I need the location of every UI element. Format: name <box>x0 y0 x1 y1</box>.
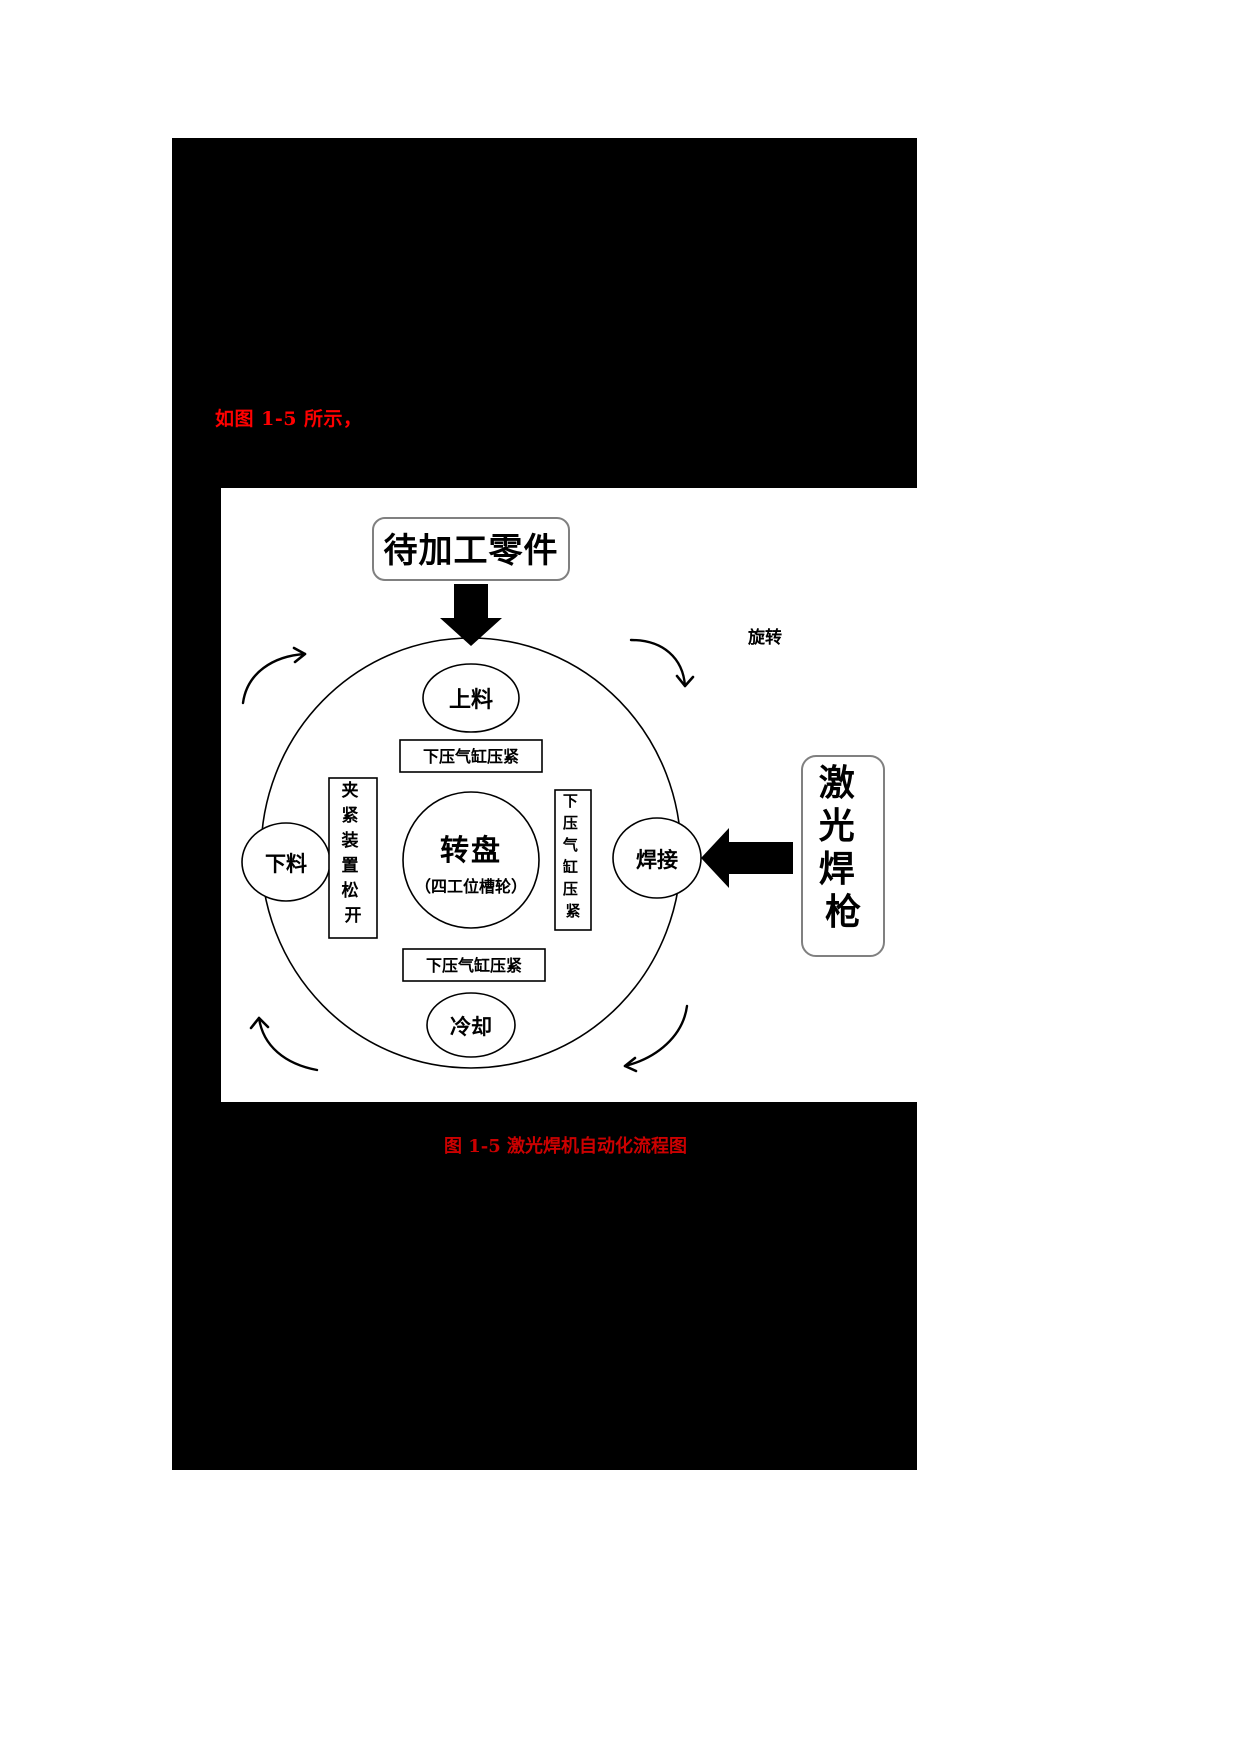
box-right-clamp-label: 下 压 气 缸 压 紧 <box>562 792 583 920</box>
station-load-label: 上料 <box>449 687 493 713</box>
box-bottom-clamp-label: 下压气缸压紧 <box>426 956 522 975</box>
rotation-label: 旋转 <box>747 627 782 648</box>
box-right-clamp: 下 压 气 缸 压 紧 <box>554 789 592 931</box>
station-cool: 冷却 <box>426 992 516 1058</box>
station-weld: 焊接 <box>612 817 702 899</box>
turntable-sub-label: （四工位槽轮） <box>415 877 527 896</box>
input-down-arrow <box>440 584 502 646</box>
station-cool-label: 冷却 <box>450 1014 492 1039</box>
laser-gun-label: 激 光 焊 枪 <box>819 762 868 933</box>
turntable-center: 转盘 （四工位槽轮） <box>402 791 540 929</box>
turntable-main-label: 转盘 <box>440 833 502 867</box>
input-part-box: 待加工零件 <box>372 517 570 581</box>
station-unload-label: 下料 <box>265 851 307 876</box>
box-left-release: 夹 紧 装 置 松 开 <box>328 777 378 939</box>
figure-canvas: 待加工零件 <box>221 488 917 1102</box>
box-top-clamp: 下压气缸压紧 <box>399 739 543 773</box>
laser-to-weld-arrow <box>701 828 793 888</box>
intro-paragraph: 如图 1-5 所示， <box>215 408 363 430</box>
rotation-arrows <box>241 638 695 1073</box>
box-bottom-clamp: 下压气缸压紧 <box>402 948 546 982</box>
station-unload: 下料 <box>241 822 331 902</box>
input-part-label: 待加工零件 <box>384 531 559 571</box>
station-weld-label: 焊接 <box>636 847 678 872</box>
station-load: 上料 <box>422 663 520 733</box>
box-top-clamp-label: 下压气缸压紧 <box>423 747 519 766</box>
figure-caption: 图 1-5 激光焊机自动化流程图 <box>444 1136 688 1157</box>
box-left-release-label: 夹 紧 装 置 松 开 <box>341 780 365 926</box>
laser-gun-box: 激 光 焊 枪 <box>801 755 885 957</box>
